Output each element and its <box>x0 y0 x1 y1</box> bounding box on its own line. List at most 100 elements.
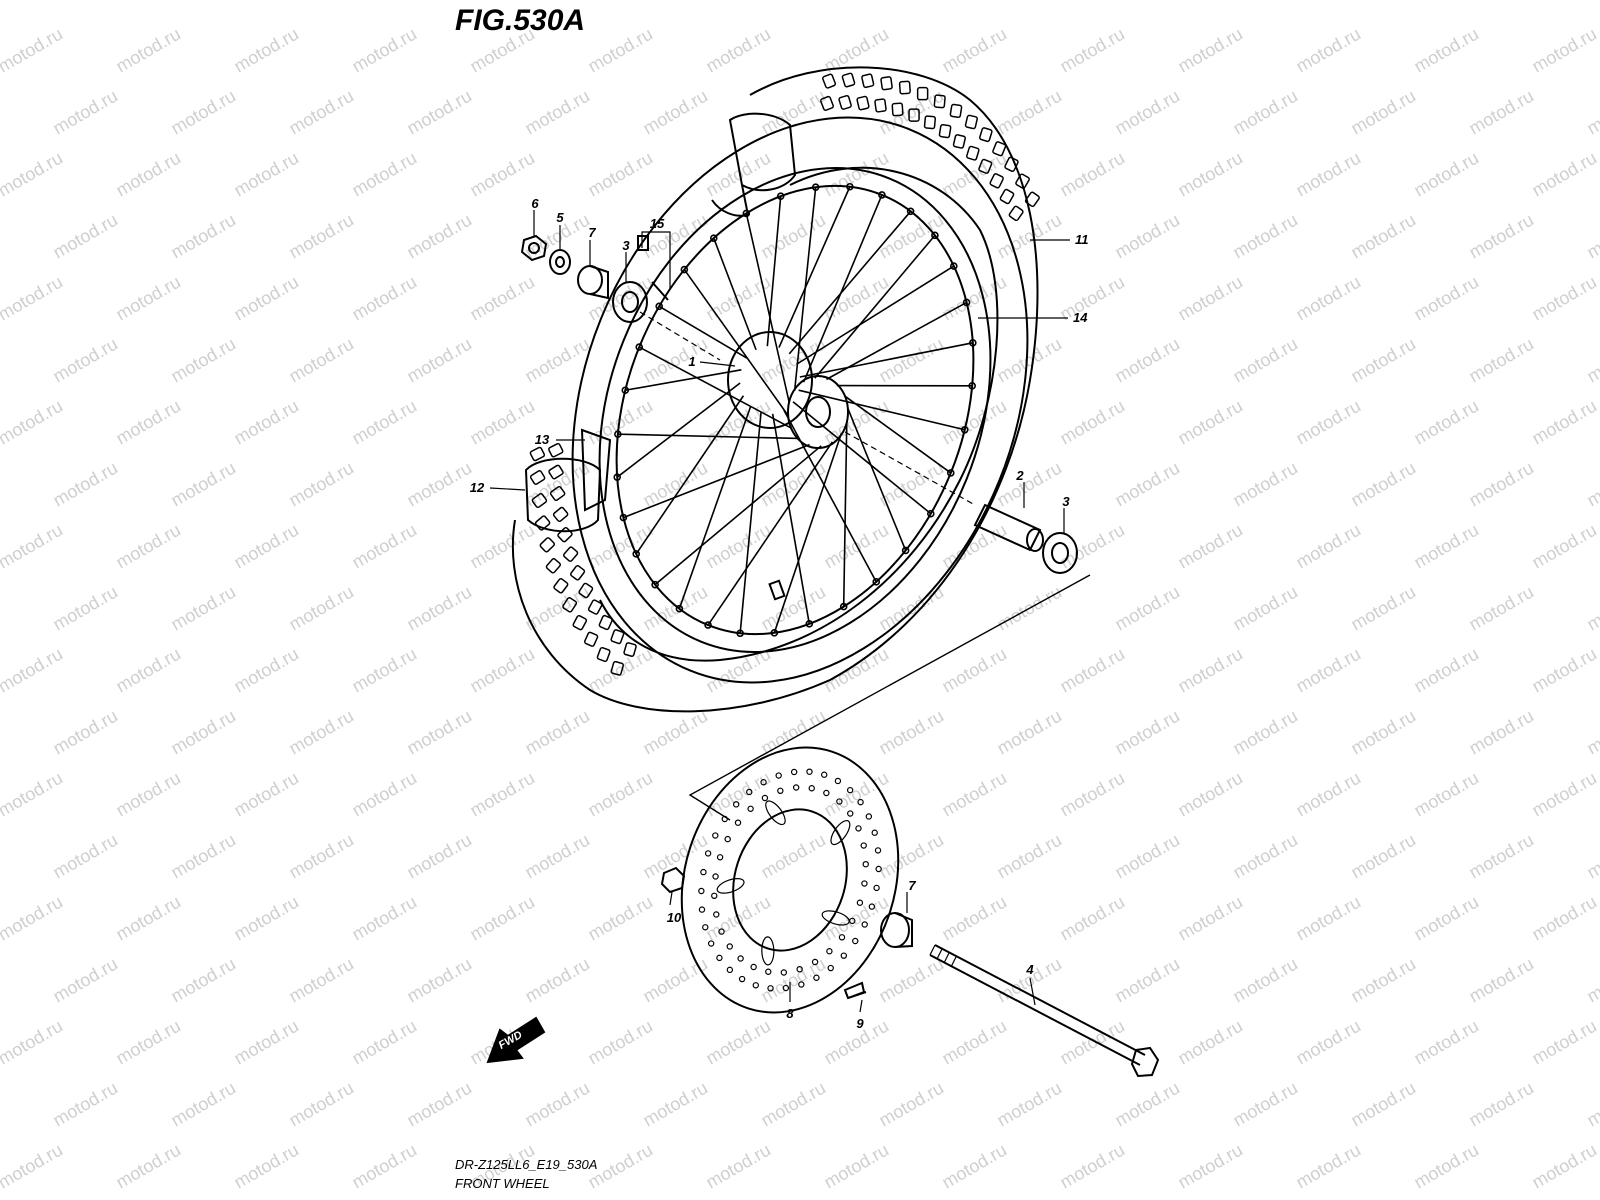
spoke <box>707 441 834 626</box>
tread-block <box>598 614 613 631</box>
spoke <box>814 234 936 379</box>
disc-slot <box>761 936 775 966</box>
tread-block <box>548 442 564 458</box>
disc-hole <box>721 815 728 823</box>
disc-hole <box>780 969 788 976</box>
disc-hole <box>856 899 864 906</box>
tread-blocks <box>529 72 1040 676</box>
axle-thread <box>929 944 957 968</box>
disc-hole <box>713 911 720 918</box>
disc-hole <box>700 868 707 876</box>
spoke-nipple <box>776 192 785 200</box>
bearing-right <box>1042 532 1078 574</box>
collar-left <box>577 265 603 295</box>
disc-hole <box>806 768 813 775</box>
axle-nut-hole <box>528 242 540 254</box>
tread-block <box>1024 191 1040 208</box>
tread-block <box>572 614 588 631</box>
washer <box>549 249 571 275</box>
spoke-nipple <box>709 234 718 242</box>
disc-hole <box>738 975 746 983</box>
spoke <box>654 445 822 586</box>
disc-hole <box>826 948 833 955</box>
disc-hole <box>702 924 709 931</box>
disc-hole <box>704 850 712 857</box>
callout-4: 4 <box>1025 962 1034 977</box>
spoke-nipple <box>846 182 854 191</box>
disc-hole <box>726 943 733 950</box>
disc-hole <box>761 794 769 802</box>
disc-hole <box>752 982 759 989</box>
spoke <box>625 369 742 392</box>
bearing-right-inner <box>1051 542 1069 564</box>
right-side-parts <box>844 431 1078 574</box>
callout-7b: 7 <box>908 878 916 893</box>
disc-hole <box>868 903 876 910</box>
spoke <box>678 405 752 609</box>
tread-block <box>596 646 611 663</box>
disc-hole <box>734 819 742 826</box>
tread-block <box>1008 205 1024 222</box>
disc-hole <box>760 779 767 786</box>
disc-hole <box>798 981 805 988</box>
spoke-nipple <box>927 509 935 518</box>
tread-block <box>570 565 586 581</box>
disc-hole <box>775 772 782 779</box>
tread-block <box>562 597 578 613</box>
brake-disc-assembly <box>660 746 1160 1078</box>
spoke <box>773 433 843 634</box>
disc-slot <box>765 800 786 826</box>
spoke <box>792 401 932 515</box>
tread-block <box>949 103 963 119</box>
disc-hole <box>827 964 834 972</box>
spoke <box>739 412 762 634</box>
tread-block <box>964 114 978 130</box>
rim-band-top <box>711 112 797 217</box>
spoke-nipple <box>968 382 976 390</box>
spoke <box>635 395 745 555</box>
brake-disc-holes <box>698 768 882 992</box>
disc-hole <box>792 784 800 791</box>
spoke <box>617 433 800 440</box>
callout-3b: 3 <box>1062 494 1070 509</box>
spoke <box>798 389 965 431</box>
front-axle <box>929 944 1146 1066</box>
tread-block <box>838 94 852 110</box>
spoke-nipple <box>770 629 779 637</box>
tread-block <box>610 629 625 645</box>
tread-block <box>856 95 870 111</box>
disc-hole <box>698 887 705 895</box>
tread-block <box>898 80 911 95</box>
tread-block <box>584 631 599 647</box>
spoke <box>842 421 848 607</box>
tube-flap <box>580 428 612 512</box>
disc-hole <box>857 798 864 806</box>
disc-hole <box>811 958 819 966</box>
hub-body <box>727 331 813 429</box>
disc-hole <box>834 777 842 785</box>
disc-slot <box>821 910 850 926</box>
disc-hole <box>840 952 848 959</box>
spoke-nipple <box>736 629 744 638</box>
fwd-arrow-shape <box>486 1016 546 1064</box>
disc-hole <box>813 974 820 981</box>
disc-hole <box>765 968 772 975</box>
rim-inner <box>615 184 975 636</box>
spoke-nipple <box>655 302 663 311</box>
disc-hole <box>724 835 731 843</box>
spacer-end <box>1026 528 1044 552</box>
tread-block <box>989 173 1004 189</box>
tread-block <box>880 76 893 91</box>
tread-block <box>553 578 569 594</box>
axle-head <box>1130 1046 1160 1078</box>
spoke-nipple <box>946 469 955 477</box>
callout-6: 6 <box>531 196 539 211</box>
disc-hole <box>838 934 846 941</box>
tread-block <box>999 188 1015 205</box>
wheel-assembly <box>511 66 1040 713</box>
disc-hole <box>737 955 744 962</box>
callout-9: 9 <box>856 1016 864 1031</box>
spoke <box>796 265 955 365</box>
tread-block <box>548 464 564 480</box>
